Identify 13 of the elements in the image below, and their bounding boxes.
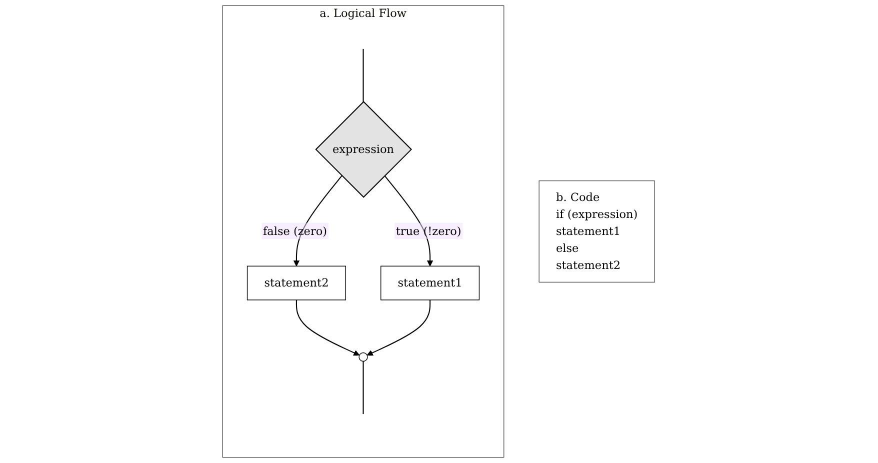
arrow: [384, 175, 434, 266]
node-box: statement2: [247, 266, 346, 300]
node-circle: [359, 352, 368, 362]
arrow: [296, 300, 360, 356]
edge-label: true (!zero): [396, 224, 462, 238]
edge-label: false (zero): [263, 224, 328, 238]
connector: [363, 361, 364, 414]
arrow: [367, 300, 431, 356]
node-diamond: expression: [316, 101, 412, 198]
node-box: b. Code if (expression) statement1 else statement2: [539, 180, 656, 283]
arrow: [294, 175, 343, 266]
node-box: statement1: [380, 266, 480, 300]
connector: [363, 48, 364, 102]
